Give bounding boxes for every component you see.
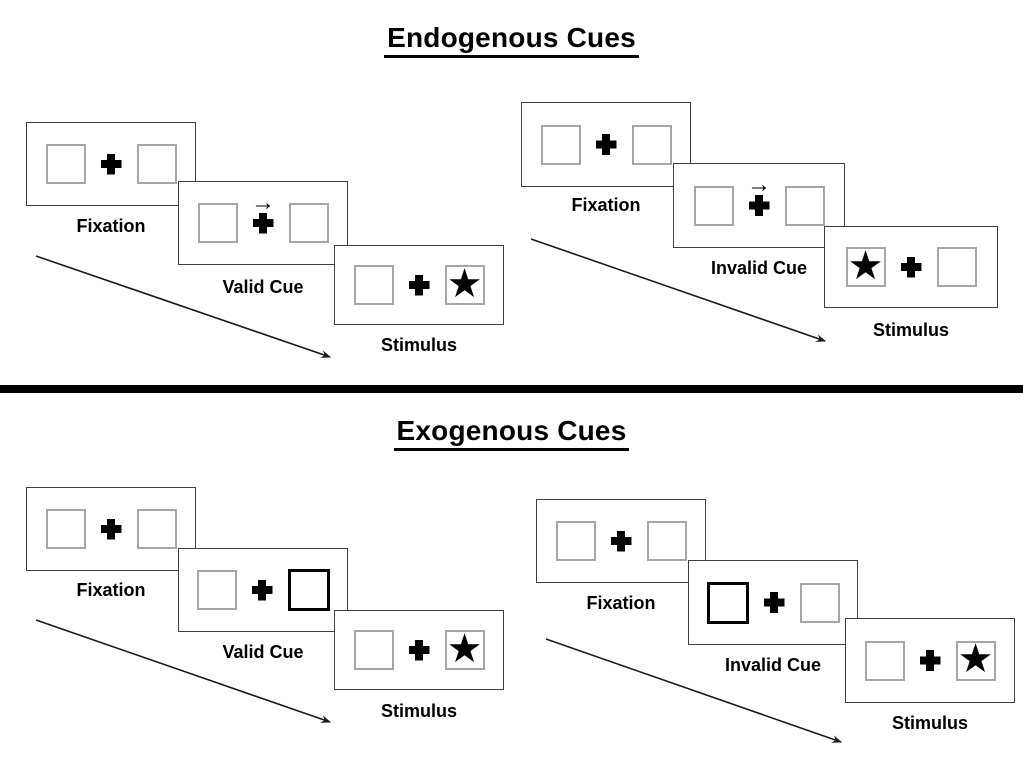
fixation-cross-icon	[252, 212, 274, 234]
endogenous-invalid-cue-panel: →	[673, 163, 845, 248]
fixation-cross-icon	[408, 274, 430, 296]
target-star-icon: ★	[957, 637, 994, 681]
endogenous-valid-cue-panel: →	[178, 181, 348, 265]
fixation-cross-icon	[100, 518, 122, 540]
fixation-cross-icon	[610, 530, 632, 552]
panel-label: Valid Cue	[222, 277, 304, 297]
cue-arrow-icon: →	[251, 188, 275, 216]
panel-label: Invalid Cue	[724, 655, 822, 675]
right-box	[799, 582, 840, 623]
target-star-icon: ★	[446, 626, 483, 671]
panel-label: Fixation	[76, 580, 146, 600]
left-box	[45, 509, 86, 549]
fixation-cross-icon	[900, 256, 922, 278]
left-box	[45, 144, 86, 184]
fixation-cross-icon	[919, 650, 941, 671]
endogenous-invalid-fixation-panel	[521, 102, 691, 187]
exogenous-valid-stimulus-panel: ★	[334, 610, 504, 690]
right-box: ★	[444, 261, 485, 306]
right-box	[136, 509, 177, 549]
panel-label: Stimulus	[380, 335, 457, 355]
fixation-cross-icon	[100, 153, 122, 175]
exogenous-title: Exogenous Cues	[393, 415, 630, 451]
fixation-cross-icon	[763, 592, 785, 613]
exogenous-valid-fixation-panel	[26, 487, 196, 571]
panel-label: Stimulus	[380, 701, 457, 721]
panel-label: Stimulus	[872, 320, 949, 340]
panel-label: Invalid Cue	[710, 258, 808, 278]
exogenous-invalid-fixation-panel	[536, 499, 706, 583]
left-box	[197, 203, 238, 243]
panel-label: Stimulus	[891, 713, 968, 733]
exogenous-valid-cue-panel	[178, 548, 348, 632]
fixation-cross-icon	[748, 195, 770, 216]
timeline-arrow	[35, 255, 331, 358]
left-box	[196, 570, 237, 610]
right-box	[646, 521, 687, 561]
right-box	[631, 124, 672, 165]
exogenous-invalid-cue-panel	[688, 560, 858, 645]
right-box	[784, 185, 825, 226]
section-divider	[0, 385, 1023, 393]
exogenous-invalid-stimulus-panel: ★	[845, 618, 1015, 703]
left-box	[864, 640, 905, 681]
fixation-cross-icon	[251, 579, 273, 601]
panel-label: Fixation	[571, 195, 641, 215]
right-box-highlighted	[287, 569, 330, 611]
endogenous-invalid-stimulus-panel: ★	[824, 226, 998, 308]
target-star-icon: ★	[446, 261, 483, 306]
left-box	[353, 630, 394, 670]
panel-label: Fixation	[586, 593, 656, 613]
left-box	[540, 124, 581, 165]
cue-arrow-icon: →	[747, 171, 771, 198]
endogenous-title-row: Endogenous Cues	[0, 22, 1023, 58]
left-box: ★	[845, 243, 886, 288]
right-box	[288, 203, 329, 243]
central-cue: →	[747, 173, 771, 216]
left-box-highlighted	[706, 581, 749, 624]
right-box: ★	[955, 637, 996, 681]
endogenous-valid-stimulus-panel: ★	[334, 245, 504, 325]
target-star-icon: ★	[847, 243, 884, 288]
fixation-cross-icon	[408, 639, 430, 661]
left-box	[693, 185, 734, 226]
timeline-arrow	[35, 619, 331, 723]
endogenous-title: Endogenous Cues	[384, 22, 639, 58]
timeline-arrow	[530, 238, 826, 342]
central-cue: →	[251, 190, 275, 234]
right-box	[936, 247, 977, 287]
right-box	[136, 144, 177, 184]
endogenous-valid-fixation-panel	[26, 122, 196, 206]
panel-label: Fixation	[76, 216, 146, 236]
right-box: ★	[444, 626, 485, 671]
panel-label: Valid Cue	[222, 642, 304, 662]
exogenous-title-row: Exogenous Cues	[0, 415, 1023, 451]
left-box	[353, 265, 394, 305]
left-box	[555, 521, 596, 561]
fixation-cross-icon	[595, 134, 617, 155]
